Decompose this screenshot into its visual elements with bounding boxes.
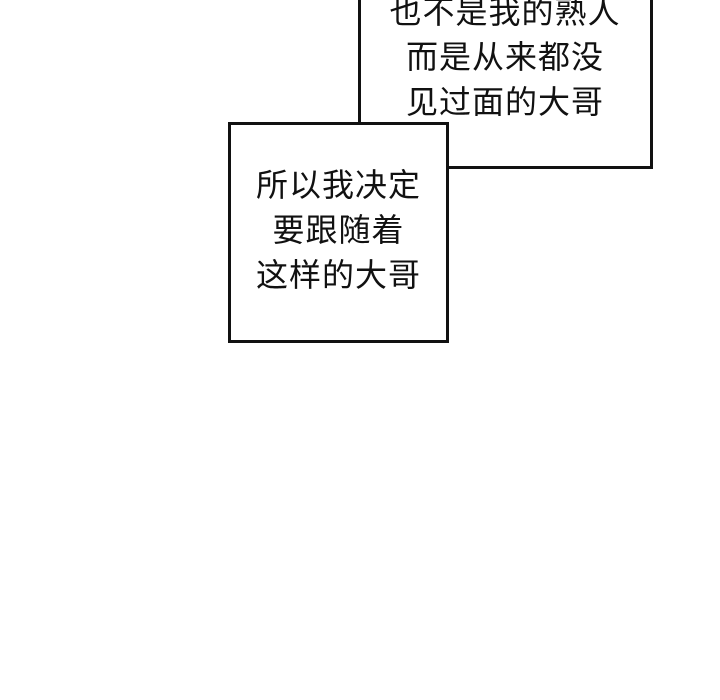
speech-line: 而是从来都没 xyxy=(405,38,604,76)
speech-line: 见过面的大哥 xyxy=(405,83,604,121)
speech-bubble-lower-text: 所以我决定 要跟随着 这样的大哥 xyxy=(232,163,445,298)
speech-bubble-upper-text: 也不是我的熟人 而是从来都没 见过面的大哥 xyxy=(362,0,648,125)
speech-line: 所以我决定 xyxy=(255,166,421,204)
speech-line: 这样的大哥 xyxy=(255,256,421,294)
speech-line: 要跟随着 xyxy=(272,211,405,249)
speech-line: 也不是我的熟人 xyxy=(389,0,621,31)
speech-bubble-lower xyxy=(228,122,449,343)
